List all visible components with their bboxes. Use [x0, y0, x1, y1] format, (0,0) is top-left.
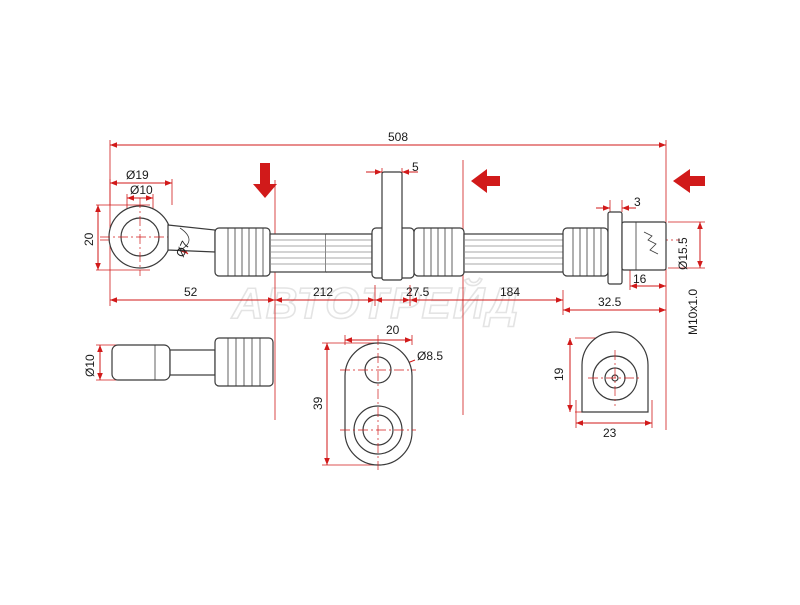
- thread-mark: [643, 231, 659, 255]
- dim-fitting-dia: Ø15.5: [676, 237, 690, 270]
- dim-end-width: 23: [603, 426, 617, 440]
- arrow-left-icon: [471, 169, 500, 193]
- dim-segment-2: 27.5: [406, 285, 430, 299]
- end-fitting-view: [581, 331, 649, 413]
- dim-bracket-width: 20: [386, 323, 400, 337]
- dim-left-length: 52: [184, 285, 198, 299]
- dim-total-length: 508: [388, 130, 408, 144]
- right-flange: [607, 211, 623, 285]
- arrow-left-icon: [673, 169, 705, 193]
- dim-eye-outer: Ø19: [126, 168, 149, 182]
- dim-eye-inner: Ø10: [130, 183, 153, 197]
- hose-assembly: [100, 171, 680, 285]
- dim-banjo-bore: Ø7: [173, 239, 193, 260]
- middle-crimp-fitting: [413, 227, 465, 277]
- bracket-view: [340, 335, 416, 470]
- pipe-end-view: [111, 337, 274, 387]
- dim-pipe-dia: Ø10: [83, 354, 97, 377]
- dim-segment-3: 184: [500, 285, 520, 299]
- dim-end-height: 19: [552, 367, 566, 381]
- dim-segment-1: 212: [313, 285, 333, 299]
- dim-eye-height: 20: [82, 232, 96, 246]
- dim-thread: M10x1.0: [686, 289, 700, 335]
- dimension-labels: 508 5 3 Ø19 Ø10 20 Ø7 Ø15.5 52 212 27.5 …: [82, 130, 700, 440]
- direction-arrows: [253, 163, 705, 198]
- dim-flange-thickness: 3: [634, 195, 641, 209]
- dim-fitting-width: 5: [412, 160, 419, 174]
- dim-bracket-hole: Ø8.5: [417, 349, 443, 363]
- dim-right-fitting-length: 32.5: [598, 295, 622, 309]
- left-crimp-fitting: [214, 227, 271, 277]
- pipe-neck: [169, 349, 216, 376]
- dimension-lines: [95, 142, 703, 465]
- watermark: АВТОТРЕЙД: [231, 277, 520, 328]
- arrow-down-icon: [253, 163, 277, 198]
- mounting-bracket-tab: [381, 171, 403, 281]
- dim-bracket-height: 39: [311, 396, 325, 410]
- pipe-end: [111, 344, 171, 381]
- right-hex-fitting: [621, 221, 667, 271]
- dim-flange-length: 16: [633, 272, 647, 286]
